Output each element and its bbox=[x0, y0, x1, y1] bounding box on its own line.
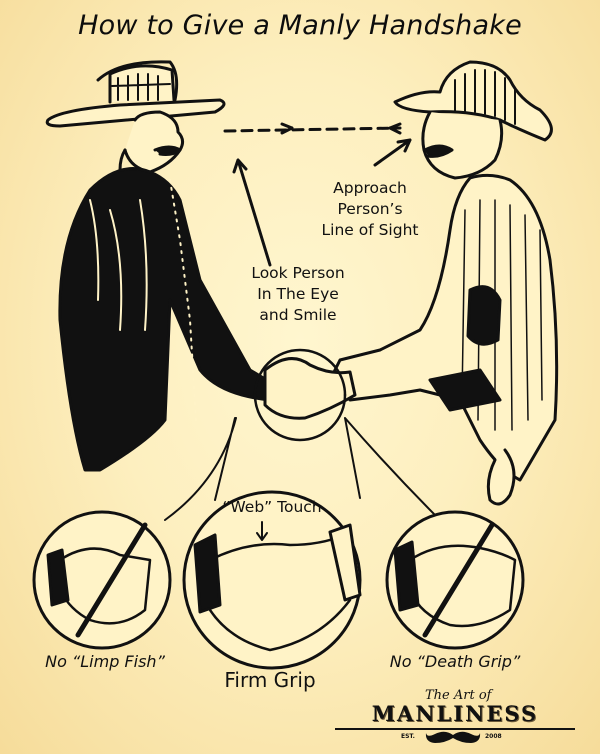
logo-script: The Art of bbox=[425, 688, 492, 703]
logo-divider bbox=[335, 728, 575, 730]
annotation-look-in-eye: Look Person In The Eye and Smile bbox=[251, 264, 345, 324]
caption-limp-fish: No “Limp Fish” bbox=[45, 652, 165, 671]
panel-death-grip bbox=[385, 510, 525, 650]
panel-firm-grip bbox=[182, 490, 362, 670]
line-of-sight bbox=[223, 126, 402, 133]
logo-wordmark: MANLINESS bbox=[371, 701, 539, 726]
logo-year: 2008 bbox=[485, 733, 502, 740]
caption-firm-grip: Firm Grip bbox=[224, 668, 316, 692]
right-man-figure bbox=[328, 60, 559, 506]
left-man-figure bbox=[45, 60, 282, 472]
logo-est: EST. bbox=[401, 733, 415, 740]
caption-death-grip: No “Death Grip” bbox=[389, 652, 521, 671]
center-handshake bbox=[253, 348, 357, 442]
annotation-approach-line-of-sight: Approach Person’s Line of Sight bbox=[321, 179, 419, 239]
art-of-manliness-logo: The Art of MANLINESS EST. 2008 bbox=[335, 688, 575, 748]
mustache-icon bbox=[425, 731, 481, 743]
arrow-to-eye bbox=[232, 158, 272, 267]
panel-limp-fish bbox=[32, 510, 172, 650]
annotation-web-touch: “Web” Touch bbox=[222, 498, 322, 516]
page-title: How to Give a Manly Handshake bbox=[78, 10, 522, 41]
arrow-to-sightline bbox=[373, 138, 412, 167]
